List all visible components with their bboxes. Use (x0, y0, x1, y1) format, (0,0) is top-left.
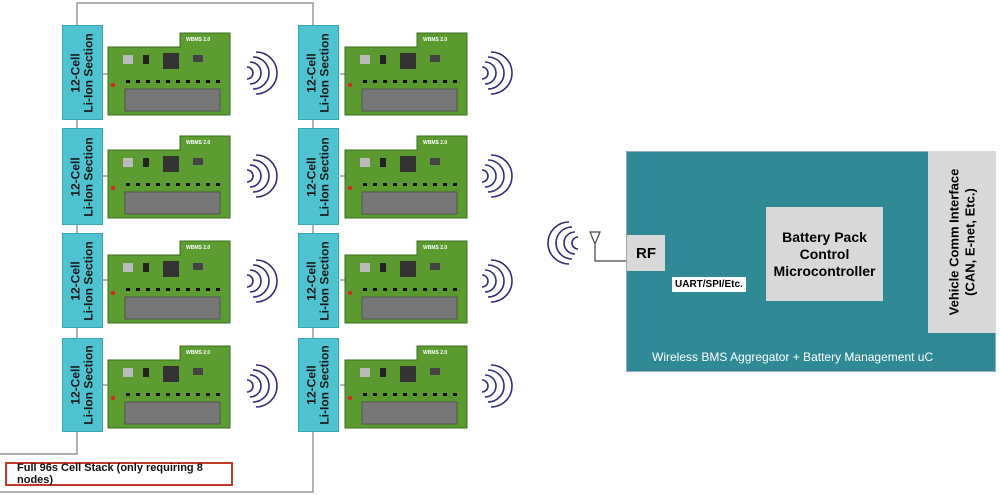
cell-section-label: 12-Cell Li-Ion Section (68, 240, 96, 321)
wbms-node-board: WBMS 2.0 (107, 32, 231, 116)
rf-block: RF (627, 235, 665, 271)
bus-label: UART/SPI/Etc. (672, 277, 746, 292)
wireless-signal-icon (547, 221, 579, 265)
cell-section: 12-Cell Li-Ion Section (62, 128, 103, 225)
wireless-signal-icon (246, 259, 278, 303)
svg-text:WBMS 2.0: WBMS 2.0 (423, 245, 447, 251)
aggregator-title: Wireless BMS Aggregator + Battery Manage… (652, 350, 934, 364)
cell-section: 12-Cell Li-Ion Section (62, 233, 103, 328)
mcu-block: Battery Pack Control Microcontroller (766, 207, 883, 301)
wbms-node-board: WBMS 2.0 (344, 32, 468, 116)
cell-section-label: 12-Cell Li-Ion Section (304, 32, 332, 113)
cell-section-label: 12-Cell Li-Ion Section (304, 345, 332, 425)
vehicle-comm-interface-block: Vehicle Comm Interface (CAN, E-net, Etc.… (928, 151, 996, 333)
wbms-node-board: WBMS 2.0 (344, 135, 468, 219)
svg-text:WBMS 2.0: WBMS 2.0 (423, 37, 447, 43)
svg-text:WBMS 2.0: WBMS 2.0 (186, 245, 210, 251)
cell-section: 12-Cell Li-Ion Section (298, 25, 339, 120)
cell-section: 12-Cell Li-Ion Section (298, 233, 339, 328)
antenna-icon (589, 231, 627, 262)
svg-text:WBMS 2.0: WBMS 2.0 (423, 140, 447, 146)
wireless-signal-icon (481, 364, 513, 408)
cell-section-label: 12-Cell Li-Ion Section (68, 32, 96, 113)
cell-section-label: 12-Cell Li-Ion Section (68, 345, 96, 425)
wireless-signal-icon (246, 154, 278, 198)
wireless-signal-icon (246, 364, 278, 408)
wireless-signal-icon (481, 259, 513, 303)
cell-section-label: 12-Cell Li-Ion Section (304, 240, 332, 321)
cell-section: 12-Cell Li-Ion Section (62, 338, 103, 432)
wbms-node-board: WBMS 2.0 (107, 135, 231, 219)
cell-section: 12-Cell Li-Ion Section (62, 25, 103, 120)
svg-text:WBMS 2.0: WBMS 2.0 (186, 350, 210, 356)
wbms-node-board: WBMS 2.0 (107, 345, 231, 429)
wireless-signal-icon (246, 51, 278, 95)
wbms-node-board: WBMS 2.0 (344, 240, 468, 324)
cell-section-label: 12-Cell Li-Ion Section (68, 136, 96, 217)
wbms-node-board: WBMS 2.0 (344, 345, 468, 429)
wireless-signal-icon (481, 154, 513, 198)
cell-section: 12-Cell Li-Ion Section (298, 338, 339, 432)
cell-section-label: 12-Cell Li-Ion Section (304, 136, 332, 217)
vehicle-comm-interface-label: Vehicle Comm Interface (CAN, E-net, Etc.… (946, 168, 978, 316)
wireless-signal-icon (481, 51, 513, 95)
svg-text:WBMS 2.0: WBMS 2.0 (186, 37, 210, 43)
svg-text:WBMS 2.0: WBMS 2.0 (423, 350, 447, 356)
cell-stack-caption: Full 96s Cell Stack (only requiring 8 no… (5, 462, 233, 486)
cell-section: 12-Cell Li-Ion Section (298, 128, 339, 225)
svg-text:WBMS 2.0: WBMS 2.0 (186, 140, 210, 146)
wbms-node-board: WBMS 2.0 (107, 240, 231, 324)
